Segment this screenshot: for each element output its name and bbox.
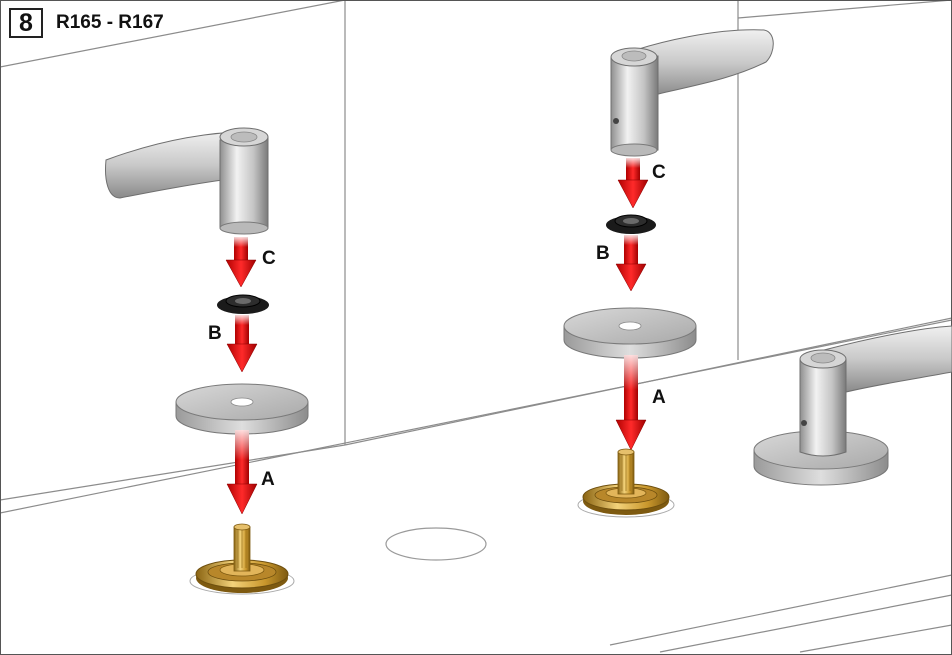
label-right-c: C [652, 162, 666, 183]
right-arrow-b [615, 235, 647, 292]
label-left-c: C [262, 248, 276, 269]
left-rosette-disc [175, 383, 309, 435]
left-arrow-b [226, 315, 258, 373]
left-handle [105, 127, 269, 235]
label-right-b: B [596, 243, 610, 264]
left-arrow-c [225, 237, 257, 288]
right-arrow-a [615, 355, 647, 451]
right-brass-insert [577, 448, 675, 518]
right-gasket [606, 214, 656, 234]
left-arrow-a [226, 430, 258, 515]
right-handle [610, 29, 774, 157]
installed-handle [753, 325, 952, 486]
label-left-b: B [208, 323, 222, 344]
model-title: R165 - R167 [56, 12, 164, 33]
right-rosette-disc [563, 307, 697, 359]
label-right-a: A [652, 387, 666, 408]
label-left-a: A [261, 469, 275, 490]
left-brass-insert [189, 523, 295, 595]
step-number-badge: 8 [9, 8, 43, 38]
left-gasket [217, 294, 269, 314]
counter-hole-outline [385, 527, 487, 561]
right-arrow-c [617, 158, 649, 209]
